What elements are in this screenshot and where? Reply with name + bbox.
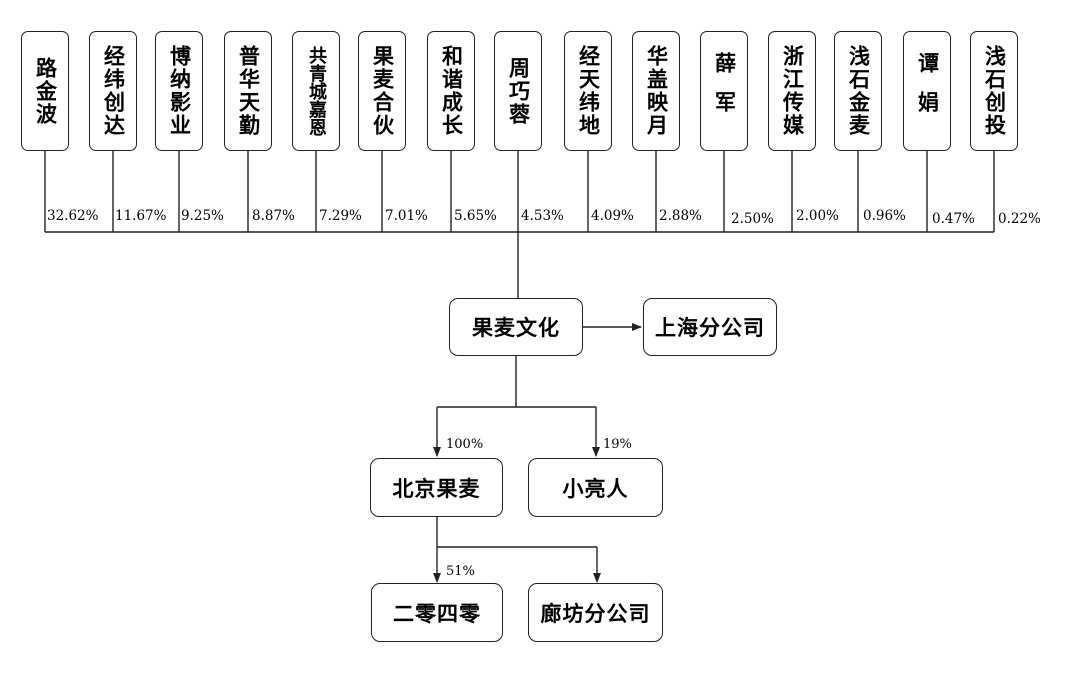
shareholder-box: 路金波 bbox=[21, 31, 69, 151]
shareholding-percent: 8.87% bbox=[252, 208, 295, 224]
shareholder-box: 浙江传媒 bbox=[768, 31, 816, 151]
shareholder-box: 果麦合伙 bbox=[358, 31, 406, 151]
stake-percent-erlingsiling: 51% bbox=[446, 564, 475, 579]
company-name: 果麦文化 bbox=[472, 316, 560, 340]
shareholder-box: 经天纬地 bbox=[564, 31, 612, 151]
shareholder-box: 共青城嘉恩 bbox=[292, 31, 340, 151]
company-node: 果麦文化 bbox=[449, 298, 583, 356]
shareholder-name: 果麦合伙 bbox=[370, 45, 395, 137]
shareholding-percent: 0.96% bbox=[863, 208, 906, 224]
shareholding-percent: 11.67% bbox=[115, 208, 167, 224]
shareholder-box: 经纬创达 bbox=[89, 31, 137, 151]
shareholder-name: 经天纬地 bbox=[576, 45, 601, 137]
shareholding-percent: 7.01% bbox=[385, 208, 428, 224]
subsidiary-connectors bbox=[433, 323, 642, 583]
shareholder-name: 谭娟 bbox=[915, 52, 940, 130]
shareholder-box: 和谐成长 bbox=[427, 31, 475, 151]
shareholder-name: 浙江传媒 bbox=[780, 45, 805, 137]
shareholder-name: 华盖映月 bbox=[644, 45, 669, 137]
shareholding-percent: 7.29% bbox=[319, 208, 362, 224]
shareholding-percent: 9.25% bbox=[181, 208, 224, 224]
shareholder-name: 和谐成长 bbox=[439, 45, 464, 137]
subsidiary-name: 北京果麦 bbox=[392, 476, 481, 501]
shareholder-box: 普华天勤 bbox=[224, 31, 272, 151]
subsidiary-name: 二零四零 bbox=[393, 601, 481, 626]
shareholder-box: 周巧蓉 bbox=[494, 31, 542, 151]
shareholder-box: 谭娟 bbox=[903, 31, 951, 151]
shareholder-name: 路金波 bbox=[33, 56, 58, 126]
shareholder-box: 浅石创投 bbox=[970, 31, 1018, 151]
shareholding-percent: 0.22% bbox=[998, 211, 1041, 227]
stake-percent-beijing: 100% bbox=[446, 437, 484, 452]
shareholding-percent: 32.62% bbox=[47, 208, 99, 224]
subsidiary-beijing-node: 北京果麦 bbox=[370, 458, 503, 517]
subsidiary-name: 小亮人 bbox=[562, 476, 629, 501]
branch-langfang-node: 廊坊分公司 bbox=[528, 583, 663, 642]
branch-shanghai-name: 上海分公司 bbox=[655, 316, 765, 340]
shareholding-percent: 2.50% bbox=[731, 211, 774, 227]
shareholder-name: 薛军 bbox=[712, 52, 737, 130]
stake-percent-xiaoliangren: 19% bbox=[603, 437, 632, 452]
shareholding-percent: 2.88% bbox=[659, 208, 702, 224]
shareholder-connectors bbox=[44, 151, 995, 298]
branch-langfang-name: 廊坊分公司 bbox=[540, 601, 651, 626]
shareholder-box: 博纳影业 bbox=[155, 31, 203, 151]
subsidiary-erlingsiling-node: 二零四零 bbox=[371, 583, 503, 642]
shareholding-percent: 5.65% bbox=[454, 208, 497, 224]
shareholder-box: 华盖映月 bbox=[632, 31, 680, 151]
shareholder-name: 浅石创投 bbox=[982, 45, 1007, 137]
shareholder-name: 经纬创达 bbox=[101, 45, 126, 137]
shareholder-name: 周巧蓉 bbox=[506, 56, 531, 126]
shareholding-percent: 4.09% bbox=[591, 208, 634, 224]
shareholder-name: 普华天勤 bbox=[236, 45, 261, 137]
branch-shanghai-node: 上海分公司 bbox=[643, 298, 777, 356]
subsidiary-xiaoliangren-node: 小亮人 bbox=[528, 458, 663, 517]
shareholder-box: 浅石金麦 bbox=[834, 31, 882, 151]
shareholder-name: 浅石金麦 bbox=[846, 45, 871, 137]
shareholder-box: 薛军 bbox=[700, 31, 748, 151]
shareholding-percent: 4.53% bbox=[521, 208, 564, 224]
shareholding-percent: 0.47% bbox=[932, 211, 975, 227]
shareholder-name: 共青城嘉恩 bbox=[306, 46, 327, 136]
shareholding-percent: 2.00% bbox=[796, 208, 839, 224]
shareholder-name: 博纳影业 bbox=[167, 45, 192, 137]
